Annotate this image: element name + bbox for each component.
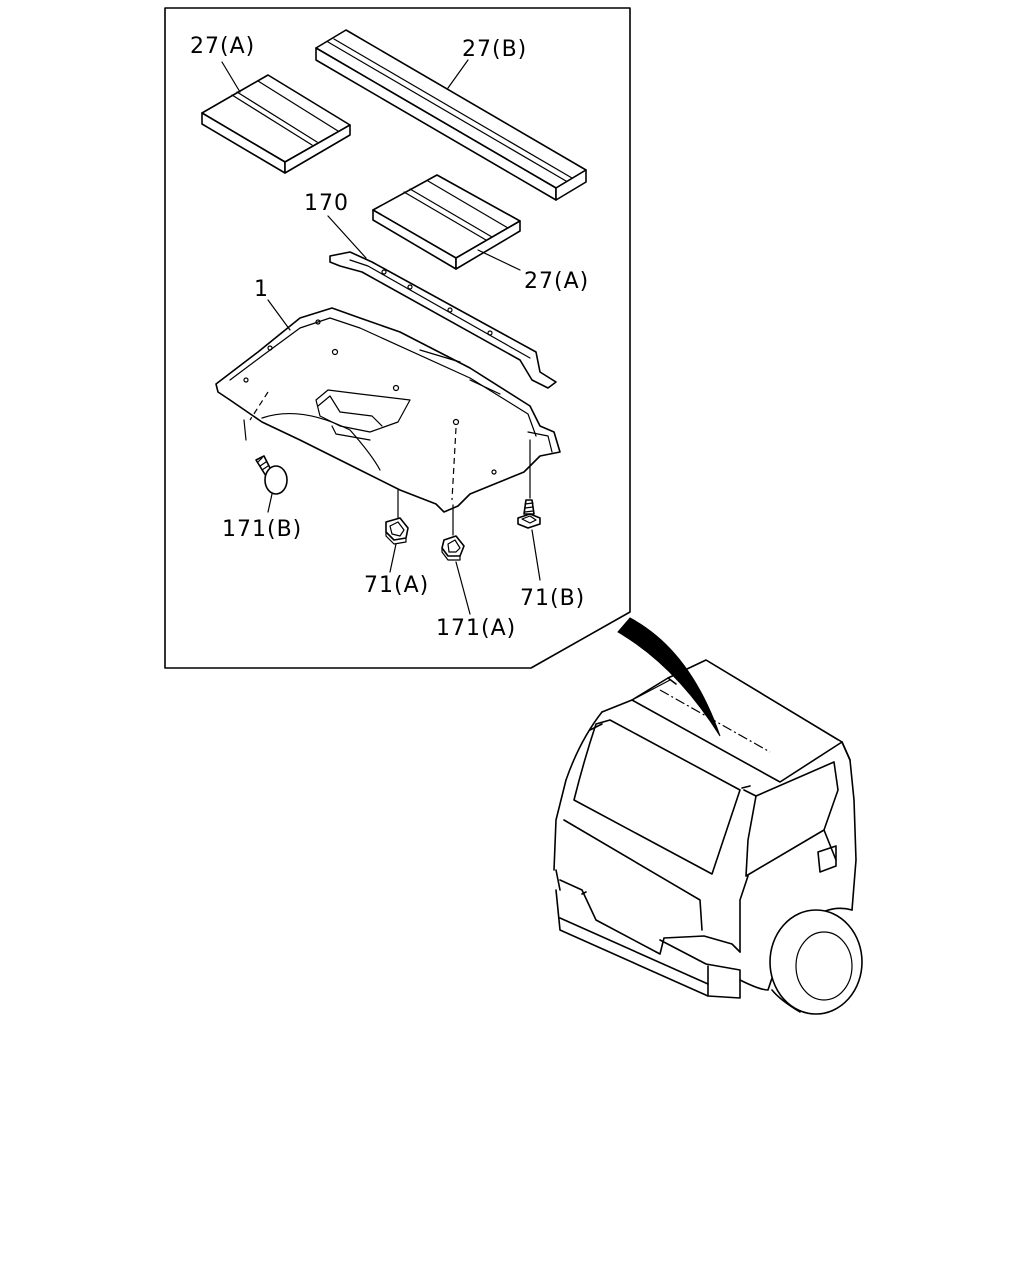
leader-27a-middle <box>477 249 521 271</box>
label-171a: 171(A) <box>436 616 516 641</box>
screw-71b <box>517 499 541 529</box>
pad-27a-middle <box>372 174 521 270</box>
pad-27b-long <box>315 29 587 201</box>
leader-171b <box>267 493 273 513</box>
pad-27a-upper <box>201 74 351 174</box>
label-27a-upper: 27(A) <box>190 34 255 59</box>
label-71b: 71(B) <box>520 586 585 611</box>
clip-171b <box>243 419 288 495</box>
strip-170 <box>329 251 557 389</box>
nut-71a <box>385 517 409 545</box>
label-171b: 171(B) <box>222 517 302 542</box>
install-line-center <box>451 427 457 501</box>
location-pointer <box>617 617 721 737</box>
leader-170 <box>327 215 367 259</box>
leader-27a-upper <box>221 61 241 93</box>
install-line-left <box>249 391 269 421</box>
label-27b: 27(B) <box>462 37 527 62</box>
label-1: 1 <box>254 277 269 302</box>
leader-171a <box>455 561 471 615</box>
leader-71a <box>389 543 397 573</box>
label-27a-middle: 27(A) <box>524 269 589 294</box>
headliner-1 <box>215 307 561 513</box>
detail-frame <box>164 7 631 669</box>
leader-27b <box>447 59 469 89</box>
clip-171a <box>441 535 465 561</box>
truck-cab-illustration <box>553 659 863 1015</box>
label-170: 170 <box>304 191 349 216</box>
label-71a: 71(A) <box>364 573 429 598</box>
leader-71b <box>531 529 541 581</box>
leader-1 <box>267 299 291 331</box>
